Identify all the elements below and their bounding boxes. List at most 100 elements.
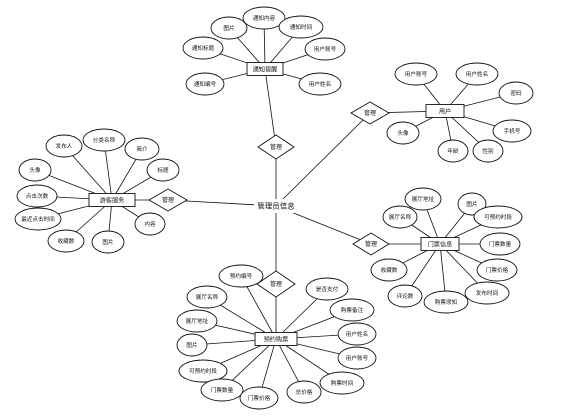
travel-attribute-label: 收藏数	[58, 237, 75, 245]
center-to-user-relation	[275, 112, 371, 207]
booking-attribute-ellipse	[337, 322, 377, 346]
travel-attribute-label: 发布人	[56, 142, 73, 150]
booking-attribute-label: 可预约时段	[189, 367, 217, 375]
travel-attribute-ellipse	[134, 212, 166, 236]
ticket-entity-label: 门票信息	[428, 241, 453, 249]
booking-attribute-ellipse	[218, 264, 264, 288]
notice-relation-diamond	[257, 134, 295, 160]
notice-attribute-ellipse	[304, 37, 346, 61]
booking-entity-box	[254, 332, 298, 346]
notice-attribute-ellipse	[185, 72, 225, 96]
travel-relation-label: 管理	[162, 196, 174, 204]
booking-attribute-label: 展厅名称	[196, 293, 219, 301]
ticket-attribute-label: 门票价格	[486, 266, 509, 274]
user-attribute-ellipse	[437, 139, 469, 163]
booking-attribute-ellipse	[200, 378, 244, 402]
center-label-backdrop	[254, 199, 298, 213]
travel-attribute-label: 简介	[136, 145, 148, 153]
booking-attribute-label: 门票数量	[211, 386, 234, 394]
booking-attribute-ellipse	[329, 298, 375, 322]
booking-attribute-label: 购票备注	[341, 306, 364, 314]
user-entity-box	[425, 104, 465, 118]
user-attribute-ellipse	[455, 62, 499, 86]
user-attribute-ellipse	[498, 81, 534, 105]
notice-attribute-label: 通知时间	[290, 23, 313, 31]
ticket-attribute-ellipse	[476, 258, 518, 282]
user-attribute-label: 头像	[397, 129, 409, 137]
booking-attribute-label: 总价格	[296, 388, 313, 396]
user-attribute-ellipse	[472, 139, 504, 163]
ticket-attribute-label: 展厅地址	[412, 195, 435, 203]
notice-relation-to-entity	[264, 68, 277, 148]
booking-attribute-ellipse	[178, 359, 228, 383]
travel-attribute-ellipse	[47, 229, 85, 253]
travel-attribute-label: 最近点击时间	[21, 215, 55, 223]
booking-attribute-label: 用户姓名	[346, 330, 368, 338]
booking-relation-diamond	[256, 270, 296, 298]
notice-entity-box	[246, 62, 284, 76]
travel-relation-diamond	[148, 188, 188, 212]
booking-attribute-label: 购票时间	[331, 379, 354, 387]
booking-attribute-label: 预约编号	[230, 272, 253, 280]
booking-attribute-label: 是否支付	[316, 285, 339, 293]
user-relation-diamond	[350, 101, 390, 125]
notice-attribute-label: 用户姓名	[309, 80, 331, 88]
ticket-relation-label: 管理	[365, 240, 377, 248]
travel-attribute-ellipse	[14, 207, 62, 231]
travel-attribute-ellipse	[124, 137, 160, 161]
ticket-attribute-ellipse	[370, 258, 408, 282]
travel-attribute-label: 内容	[144, 220, 156, 228]
notice-attribute-ellipse	[278, 15, 324, 39]
travel-attribute-ellipse	[91, 230, 125, 254]
notice-attribute-ellipse	[210, 16, 248, 40]
travel-entity-box	[88, 193, 136, 207]
user-attribute-label: 性别	[482, 147, 494, 155]
notice-attribute-label: 图片	[223, 24, 235, 32]
ticket-attribute-label: 评论数	[397, 292, 414, 300]
booking-attribute-label: 门票价格	[248, 394, 271, 402]
notice-attribute-ellipse	[298, 72, 342, 96]
booking-attribute-ellipse	[337, 346, 377, 370]
ticket-relation-diamond	[352, 232, 390, 256]
ticket-attribute-ellipse	[423, 290, 469, 314]
ticket-attribute-ellipse	[473, 205, 523, 229]
booking-attribute-ellipse	[286, 380, 322, 404]
travel-attribute-ellipse	[16, 184, 58, 208]
ticket-attribute-ellipse	[404, 187, 442, 211]
notice-attribute-label: 通知编号	[194, 80, 217, 88]
booking-attribute-label: 图片	[186, 341, 198, 349]
ticket-attribute-label: 发布时间	[476, 289, 499, 297]
booking-attribute-label: 用户账号	[346, 354, 369, 362]
ticket-attribute-ellipse	[457, 192, 487, 216]
user-attribute-label: 手机号	[504, 127, 521, 135]
notice-entity-label: 通知提醒	[253, 66, 278, 74]
travel-attribute-label: 分类名称	[93, 136, 116, 144]
notice-attribute-ellipse	[242, 6, 286, 30]
travel-attribute-label: 点击次数	[26, 192, 49, 200]
notice-attribute-label: 通知内容	[253, 14, 276, 22]
user-entity-label: 用户	[439, 108, 451, 116]
ticket-attribute-label: 可预约时段	[484, 213, 512, 221]
booking-attribute-ellipse	[176, 309, 218, 333]
user-attribute-ellipse	[492, 119, 532, 143]
ticket-attribute-label: 收藏数	[381, 266, 398, 274]
user-attribute-ellipse	[394, 62, 438, 86]
user-relation-label: 管理	[364, 109, 376, 117]
notice-attribute-label: 用户账号	[314, 45, 337, 53]
travel-attribute-ellipse	[146, 158, 180, 182]
booking-attribute-ellipse	[239, 386, 279, 410]
ticket-attribute-ellipse	[464, 281, 510, 305]
booking-attribute-label: 展厅地址	[186, 317, 209, 325]
booking-attribute-ellipse	[176, 333, 208, 357]
ticket-attribute-label: 展厅名称	[389, 213, 412, 221]
ticket-attribute-label: 图片	[466, 200, 478, 208]
user-attribute-label: 用户账号	[405, 70, 428, 78]
notice-relation-label: 管理	[270, 143, 282, 151]
travel-attribute-ellipse	[45, 134, 83, 158]
booking-entity-label: 预约购票	[264, 336, 289, 344]
travel-attribute-label: 图片	[102, 238, 114, 246]
user-attribute-label: 年龄	[447, 147, 459, 155]
user-attribute-ellipse	[386, 121, 420, 145]
ticket-attribute-ellipse	[479, 232, 521, 256]
